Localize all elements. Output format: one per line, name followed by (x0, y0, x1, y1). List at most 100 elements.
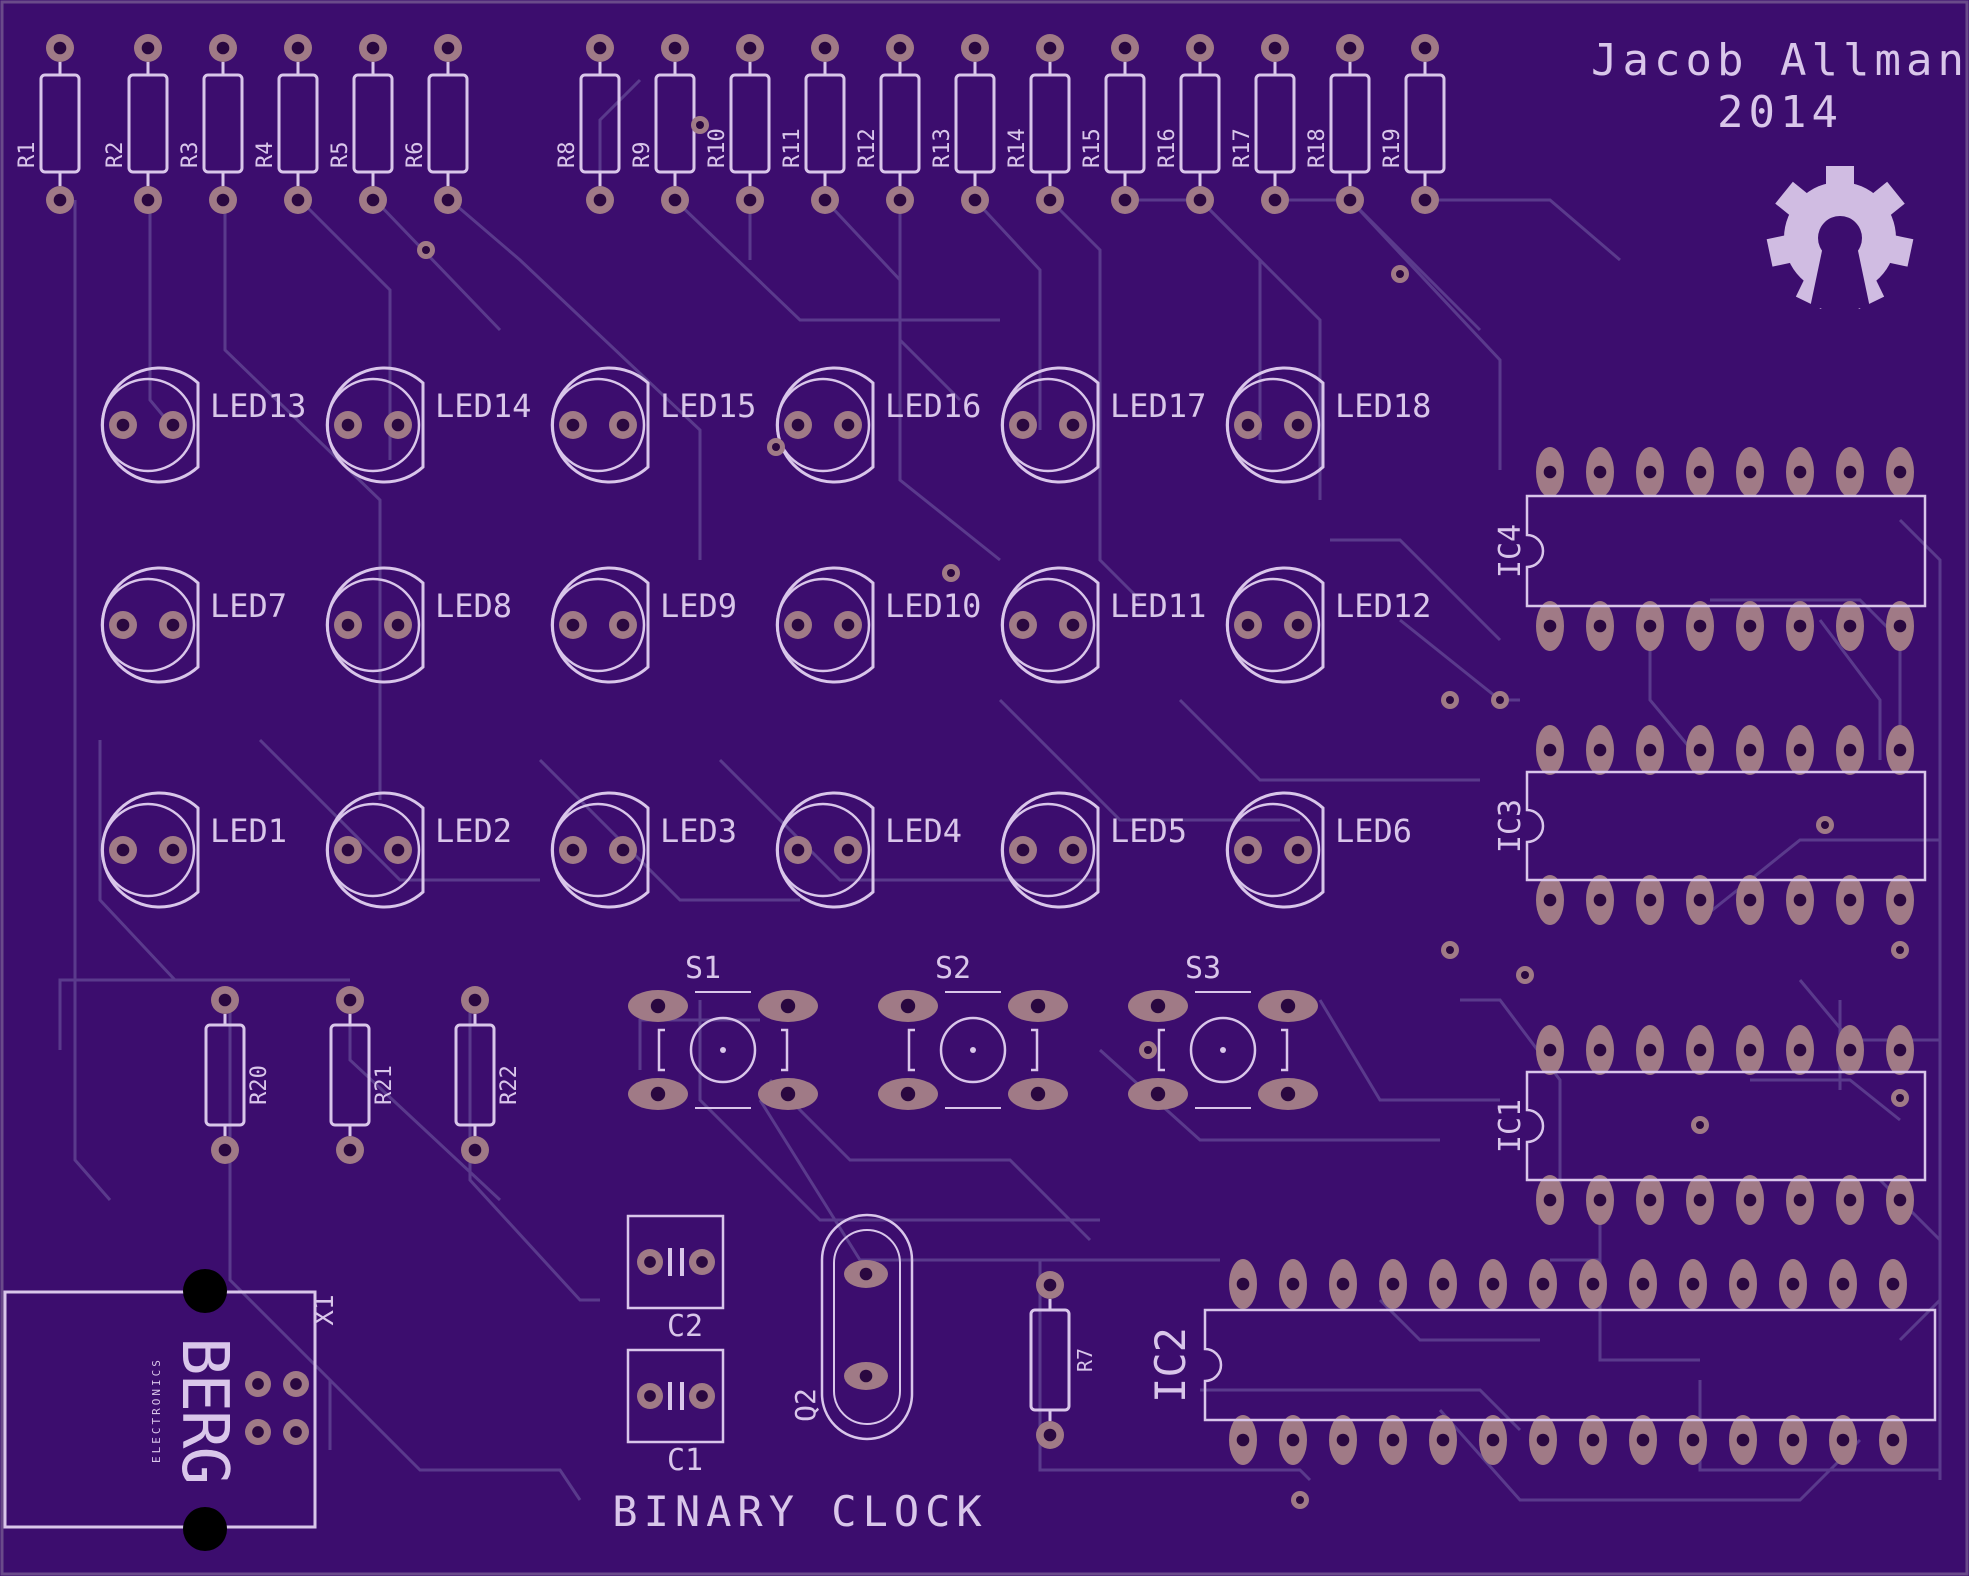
resistor-label: R6 (403, 142, 428, 169)
led-label: LED11 (1110, 587, 1206, 625)
led-label: LED10 (885, 587, 981, 625)
resistor-r16: R16 (1155, 34, 1221, 214)
via-hole (1446, 696, 1454, 704)
drill-hole (1543, 743, 1557, 757)
trace (1200, 1388, 1522, 1432)
drill-hole (1386, 1277, 1400, 1291)
switch-actuator (939, 1016, 1007, 1084)
drill-hole (616, 418, 630, 432)
drill-hole (650, 1086, 666, 1102)
connector-outline (3, 1290, 317, 1529)
via-hole (1896, 946, 1904, 954)
drill-hole (1593, 893, 1607, 907)
trace (538, 758, 800, 902)
open-hardware-gear-icon (1766, 166, 1914, 309)
resistor-label: R9 (630, 142, 655, 169)
drill-hole (1016, 418, 1030, 432)
resistor-r12: R12 (855, 34, 921, 214)
drill-hole (1336, 1433, 1350, 1447)
drill-hole (1543, 465, 1557, 479)
resistor-body (1404, 73, 1446, 174)
led-led1: LED1 (100, 791, 287, 909)
drill-hole (1150, 1086, 1166, 1102)
led-led7: LED7 (100, 566, 287, 684)
resistor-label: R17 (1230, 128, 1255, 168)
drill-hole (441, 41, 455, 55)
drill-hole (1643, 1193, 1657, 1207)
trace (298, 198, 392, 460)
resistor-r11: R11 (780, 34, 846, 214)
trace (1048, 198, 1142, 602)
drill-hole (841, 843, 855, 857)
drill-hole (1241, 418, 1255, 432)
drill-hole (818, 41, 832, 55)
drill-hole (291, 193, 305, 207)
trace (1098, 1048, 1440, 1142)
drill-hole (1786, 1277, 1800, 1291)
switch-s1: S1 (628, 951, 818, 1110)
led-inner-ring (550, 577, 646, 673)
drill-hole (1593, 1193, 1607, 1207)
drill-hole (1843, 1043, 1857, 1057)
switch-s3: S3 (1128, 951, 1318, 1110)
capacitor-outline (626, 1214, 725, 1310)
drill-hole (341, 618, 355, 632)
led-label: LED7 (210, 587, 287, 625)
resistor-r3: R3 (178, 34, 244, 214)
led-led15: LED15 (550, 366, 756, 484)
trace (758, 1099, 1220, 1262)
connector-brand-logo: BERG (167, 1337, 241, 1483)
resistor-body (352, 73, 394, 174)
resistor-r1: R1 (15, 34, 81, 214)
drill-hole (1193, 193, 1207, 207)
chip-label: IC4 (1493, 524, 1528, 578)
resistor-body (202, 73, 244, 174)
drill-hole (1743, 1043, 1757, 1057)
switch-label: S2 (935, 951, 971, 986)
trace (823, 198, 1001, 562)
via-hole (1821, 821, 1829, 829)
resistor-r6: R6 (403, 34, 469, 214)
via-hole (772, 443, 780, 451)
switch-actuator-center (1220, 1047, 1226, 1053)
resistor-body (1029, 1308, 1071, 1412)
led-led16: LED16 (775, 366, 981, 484)
capacitor-label: C2 (667, 1309, 703, 1344)
resistor-body (1254, 73, 1296, 174)
drill-hole (1693, 619, 1707, 633)
resistor-body (1029, 73, 1071, 174)
drill-hole (366, 193, 380, 207)
drill-hole (1686, 1277, 1700, 1291)
drill-hole (1693, 465, 1707, 479)
trace (223, 200, 382, 800)
led-inner-ring (1225, 377, 1321, 473)
drill-hole (1793, 1043, 1807, 1057)
drill-hole (968, 193, 982, 207)
trace (673, 198, 1000, 322)
drill-hole (668, 193, 682, 207)
drill-hole (859, 1369, 873, 1383)
drill-hole (566, 843, 580, 857)
drill-hole (1693, 893, 1707, 907)
drill-hole (1043, 193, 1057, 207)
drill-hole (1743, 465, 1757, 479)
drill-hole (791, 418, 805, 432)
resistor-r21: R21 (329, 986, 397, 1164)
drill-hole (141, 193, 155, 207)
resistor-body (204, 1023, 246, 1127)
trace (1038, 1260, 1312, 1482)
switch-actuator-center (970, 1047, 976, 1053)
chip-ic2: IC2 (1146, 1259, 1937, 1465)
resistor-body (729, 73, 771, 174)
drill-hole (1743, 619, 1757, 633)
drill-hole (290, 1378, 302, 1390)
via-hole (696, 121, 704, 129)
drill-hole (468, 993, 482, 1007)
drill-hole (341, 843, 355, 857)
capacitor-c2: C2 (626, 1214, 725, 1344)
trace (1598, 1200, 1700, 1362)
drill-hole (1286, 1433, 1300, 1447)
drill-hole (341, 418, 355, 432)
trace (638, 1018, 760, 1070)
